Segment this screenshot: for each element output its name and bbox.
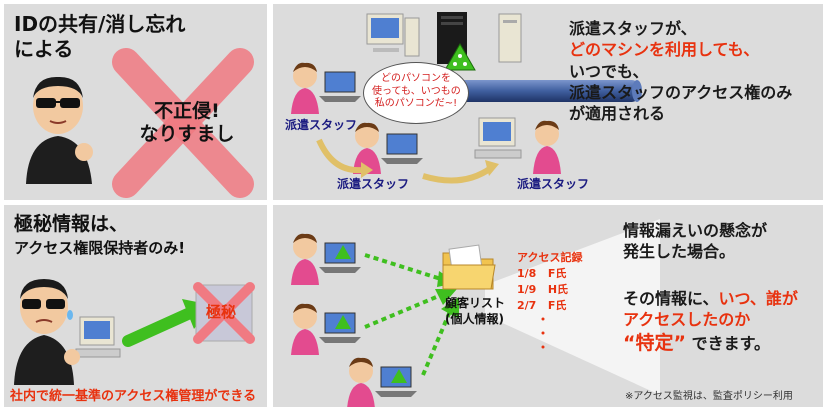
pc-tower-icon (498, 13, 522, 63)
desc-line-2: 発生した場合。 (623, 241, 736, 261)
title-line-2: アクセス権限保持者のみ! (14, 238, 186, 257)
panel-secret-info: 極秘情報は、 アクセス権限保持者のみ! 極秘 社内で統一基準のアクセス権管理がで… (4, 205, 267, 407)
secret-folder-blocked-icon (193, 282, 255, 344)
staff-caption-1: 派遣スタッフ (285, 118, 358, 132)
folder-label: 顧客リスト (個人情報) (445, 295, 505, 327)
panel-temp-staff: どのパソコンを 使っても、いつもの 私のパソコンだ~! 派遣スタッフ 派遣スタッ… (273, 4, 823, 200)
bubble-line-3: 私のパソコンだ~! (374, 98, 458, 109)
log-date: 1/8 (517, 267, 537, 280)
person-with-laptop-icon (347, 357, 417, 407)
fraud-label: 不正侵! なりすまし (132, 100, 242, 146)
folder-label-line-2: (個人情報) (445, 312, 504, 327)
title-line-1: 極秘情報は、 (14, 213, 129, 235)
highlight-block: その情報に、いつ、誰が アクセスしたのか “特定” できます。 (623, 289, 798, 355)
bubble-line-1: どのパソコンを (381, 73, 451, 84)
desc-line-3b: いつ、誰が (718, 289, 798, 308)
roaming-arrows-icon (316, 138, 499, 184)
description-block: 派遣スタッフが、 どのマシンを利用しても、 いつでも、 派遣スタッフのアクセス権… (569, 18, 792, 124)
desc-line-4: 派遣スタッフのアクセス権のみ (569, 82, 793, 102)
panel-id-sharing: IDの共有/消し忘れ による 不正侵! なりすまし (4, 4, 267, 200)
desc-line-1: 派遣スタッフが、 (569, 19, 697, 38)
desc-line-1: 情報漏えいの懸念が (623, 221, 768, 240)
access-log-row: 2/7 F氏 (517, 297, 566, 313)
network-pipe-icon (413, 80, 642, 102)
log-user: H氏 (547, 283, 569, 296)
desc-line-4: アクセスしたのか (623, 309, 751, 329)
staff-with-laptop-icon (291, 62, 361, 114)
fraud-line-1: 不正侵! (154, 100, 220, 122)
staff-with-laptop-icon (353, 122, 423, 174)
bubble-line-2: 使っても、いつもの (372, 85, 461, 97)
person-with-laptop-icon (291, 303, 361, 355)
intruder-at-pc-icon (14, 279, 121, 385)
folder-icon (442, 244, 496, 290)
access-log-row: 1/9 H氏 (517, 281, 568, 297)
log-date: 2/7 (517, 299, 537, 312)
intruder-figure-icon (26, 76, 93, 184)
secret-label: 極秘 (206, 303, 237, 321)
panel-footer: 社内で統一基準のアクセス権管理ができる (10, 389, 257, 404)
desc-line-5b: できます。 (691, 333, 770, 353)
panel-title: 極秘情報は、 アクセス権限保持者のみ! (14, 211, 185, 259)
fraud-line-2: なりすまし (139, 122, 235, 145)
pyramid-icon (444, 42, 476, 71)
log-user: F氏 (547, 267, 567, 280)
title-line-2: による (14, 37, 74, 61)
desc-line-3: いつでも、 (569, 61, 649, 81)
log-user: F氏 (547, 299, 567, 312)
staff-with-desktop-icon (474, 117, 561, 174)
desc-line-5a: “特定” (623, 331, 686, 354)
description-block: 情報漏えいの懸念が 発生した場合。 (623, 221, 767, 263)
light-beam-icon (485, 219, 660, 395)
speech-bubble: どのパソコンを 使っても、いつもの 私のパソコンだ~! (363, 62, 469, 124)
title-line-1: IDの共有/消し忘れ (14, 12, 186, 36)
panel-title: IDの共有/消し忘れ による (14, 12, 185, 62)
person-with-laptop-icon (291, 233, 361, 285)
log-date: 1/9 (517, 283, 537, 296)
panel-access-log: 顧客リスト (個人情報) アクセス記録 1/8 F氏 1/9 H氏 2/7 F氏… (273, 205, 823, 407)
staff-caption-2: 派遣スタッフ (337, 177, 410, 191)
desc-line-5: が適用される (569, 104, 666, 124)
access-log-row: 1/8 F氏 (517, 265, 566, 281)
access-log-title: アクセス記録 (517, 251, 583, 264)
footnote: ※アクセス監視は、監査ポリシー利用 (625, 391, 793, 402)
desktop-pc-icon (366, 13, 420, 57)
prohibited-x-icon (112, 48, 254, 198)
folder-label-line-1: 顧客リスト (445, 296, 506, 310)
continuation-dots-icon (541, 317, 545, 349)
staff-caption-3: 派遣スタッフ (517, 177, 590, 191)
desc-line-2: どのマシンを利用しても、 (569, 40, 760, 60)
desc-line-3a: その情報に、 (623, 289, 719, 308)
